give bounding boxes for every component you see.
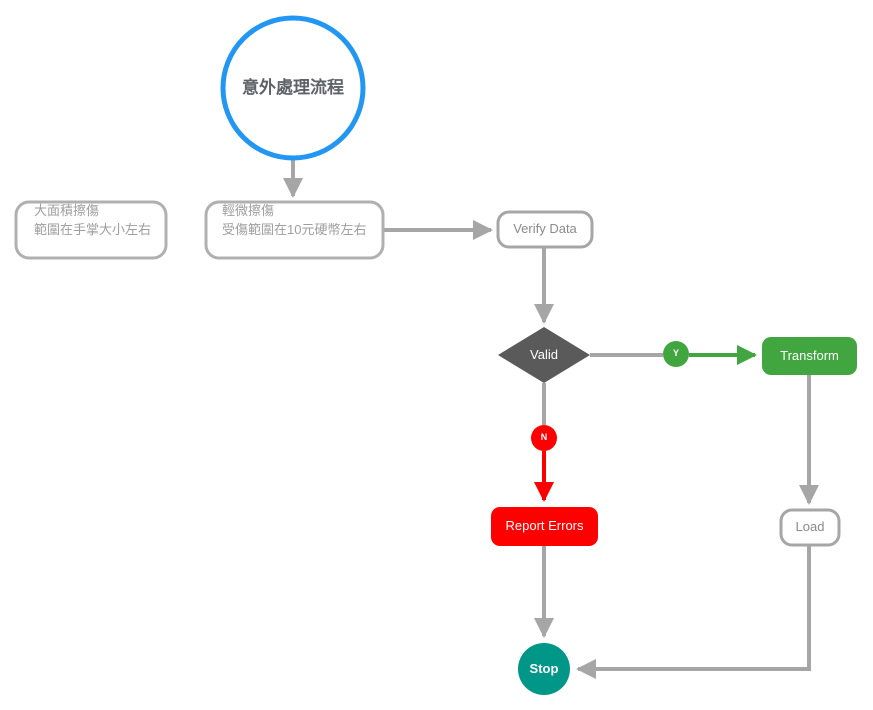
- node-valid-diamond[interactable]: [498, 327, 590, 383]
- node-badge-yes-circle: [663, 341, 689, 367]
- node-load-rect[interactable]: [779, 508, 841, 547]
- edge-load-to-stop: [576, 545, 811, 679]
- node-report-errors-rect[interactable]: [491, 507, 598, 546]
- node-start-circle[interactable]: [220, 15, 366, 161]
- node-transform-rect[interactable]: [762, 337, 857, 375]
- node-note-large-rect[interactable]: [14, 200, 168, 260]
- edge-layer: [283, 160, 819, 679]
- node-verify-rect[interactable]: [496, 210, 594, 249]
- node-badge-no-circle: [531, 425, 557, 451]
- node-stop-circle[interactable]: [518, 643, 570, 695]
- node-layer: [14, 15, 857, 695]
- node-note-minor-rect[interactable]: [204, 200, 385, 260]
